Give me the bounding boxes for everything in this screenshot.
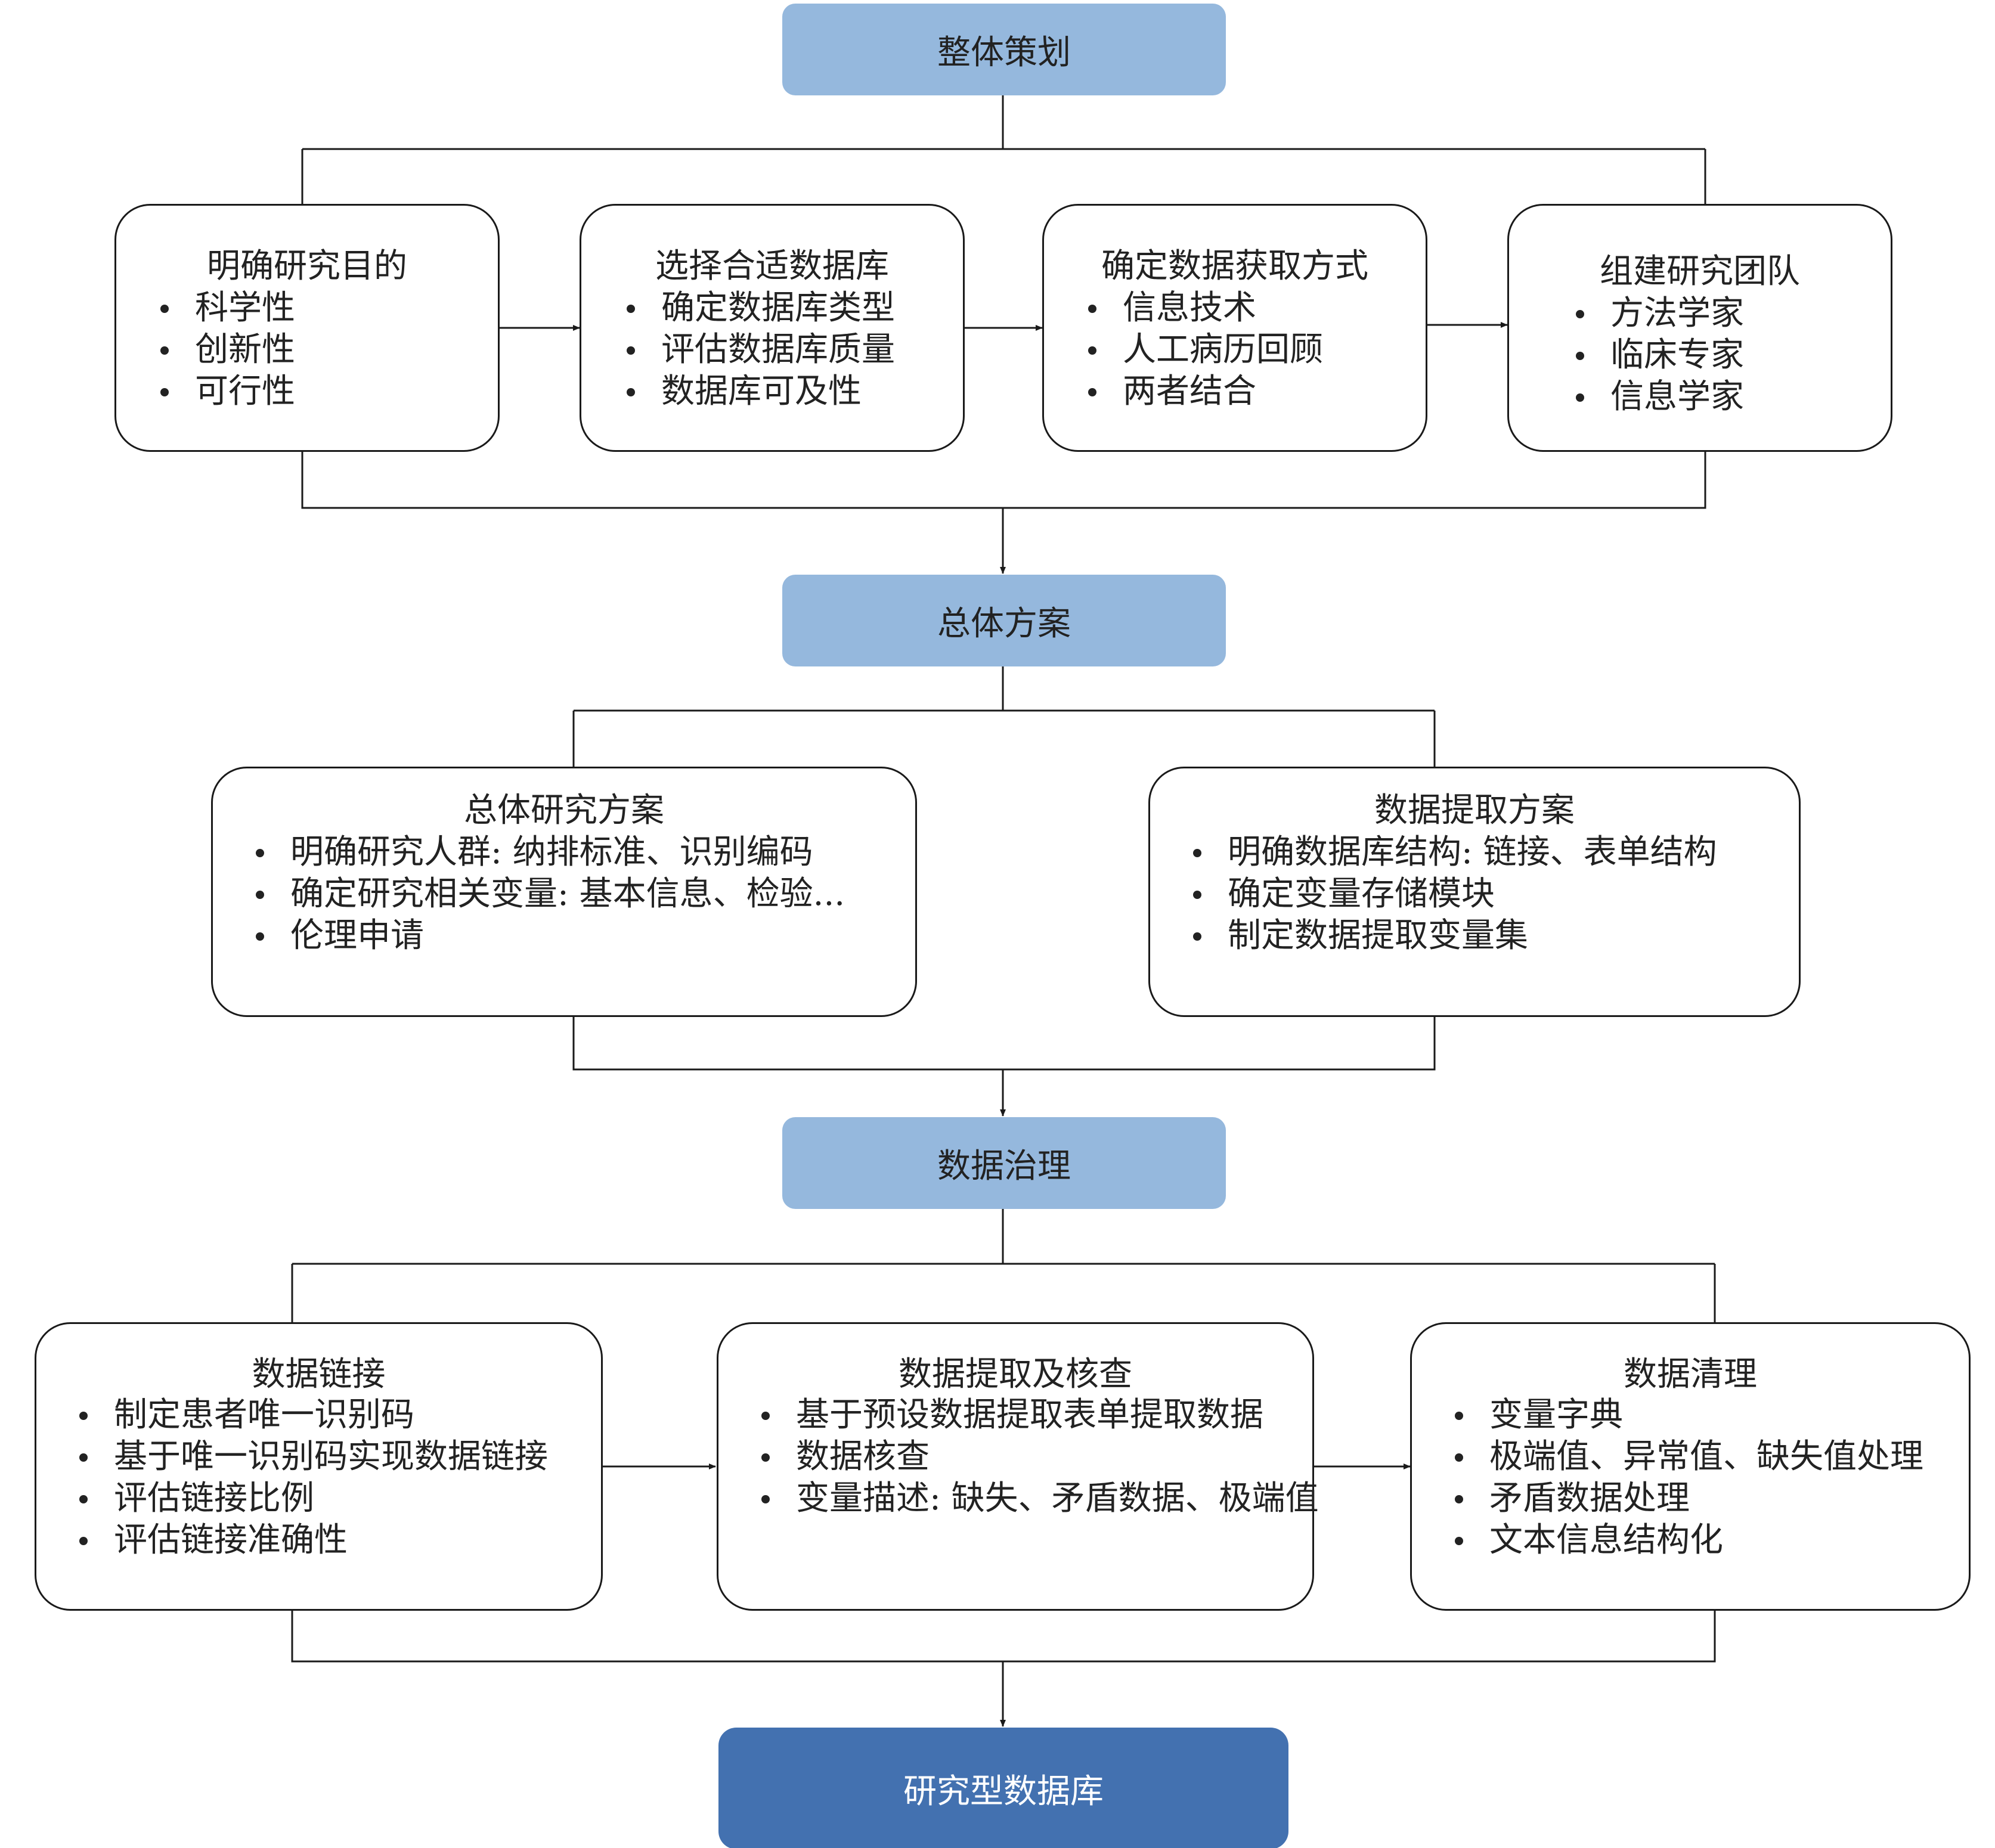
list-item: 数据库可及性	[623, 371, 895, 413]
bullet-icon	[79, 1495, 88, 1503]
list-item: 可行性	[157, 371, 295, 413]
connector-governance-fanin	[291, 1611, 1716, 1663]
bullet-icon	[1193, 849, 1201, 857]
card-research-team: 组建研究团队 方法学家 临床专家 信息学家	[1507, 204, 1892, 452]
list-item: 确定数据库类型	[623, 287, 895, 329]
list-item: 制定数据提取变量集	[1189, 915, 1717, 957]
bullet-icon	[1193, 932, 1201, 941]
card-data-linkage: 数据链接 制定患者唯一识别码 基于唯一识别码实现数据链接 评估链接比例 评估链接…	[35, 1322, 603, 1611]
bullet-icon	[1455, 1495, 1463, 1503]
card-overall-research-plan: 总体研究方案 明确研究人群: 纳排标准、识别编码 确定研究相关变量: 基本信息、…	[211, 767, 917, 1017]
stage-planning: 整体策划	[782, 4, 1226, 95]
bullet-icon	[627, 346, 635, 355]
item-list: 明确研究人群: 纳排标准、识别编码 确定研究相关变量: 基本信息、检验... 伦…	[252, 832, 845, 957]
list-item: 极端值、异常值、缺失值处理	[1451, 1436, 1923, 1478]
stage-overall-plan: 总体方案	[782, 575, 1226, 666]
connector-governance-fanout	[291, 1209, 1716, 1322]
list-item: 方法学家	[1572, 293, 1744, 334]
list-item: 科学性	[157, 287, 295, 329]
list-item: 基于唯一识别码实现数据链接	[76, 1436, 548, 1478]
item-list: 科学性 创新性 可行性	[157, 287, 295, 413]
list-item: 文本信息结构化	[1451, 1520, 1923, 1561]
card-data-acquisition: 确定数据获取方式 信息技术 人工病历回顾 两者结合	[1042, 204, 1427, 452]
connector-plan-fanin	[572, 1017, 1436, 1071]
list-item: 临床专家	[1572, 334, 1744, 376]
bullet-icon	[160, 388, 169, 396]
card-data-extraction-check: 数据提取及核查 基于预设数据提取表单提取数据 数据核查 变量描述: 缺失、矛盾数…	[717, 1322, 1319, 1611]
list-item: 矛盾数据处理	[1451, 1478, 1923, 1520]
list-item: 创新性	[157, 329, 295, 371]
list-item: 确定研究相关变量: 基本信息、检验...	[252, 873, 845, 915]
bullet-icon	[79, 1453, 88, 1462]
item-list: 确定数据库类型 评估数据库质量 数据库可及性	[623, 287, 895, 413]
list-item: 评估链接比例	[76, 1478, 548, 1520]
item-list: 基于预设数据提取表单提取数据 数据核查 变量描述: 缺失、矛盾数据、极端值	[758, 1394, 1319, 1520]
list-item: 确定变量存储模块	[1189, 873, 1717, 915]
bullet-icon	[256, 932, 264, 941]
bullet-icon	[1088, 305, 1096, 313]
card-title: 数据清理	[1624, 1355, 1757, 1394]
list-item: 评估链接准确性	[76, 1520, 548, 1561]
bullet-icon	[761, 1495, 770, 1503]
list-item: 明确数据库结构: 链接、表单结构	[1189, 832, 1717, 873]
bullet-icon	[1088, 346, 1096, 355]
list-item: 数据核查	[758, 1436, 1319, 1478]
list-item: 人工病历回顾	[1085, 329, 1323, 371]
card-title: 确定数据获取方式	[1101, 247, 1368, 286]
bullet-icon	[761, 1412, 770, 1420]
list-item: 信息学家	[1572, 376, 1744, 418]
connector-plan-fanout	[572, 666, 1436, 767]
bullet-icon	[1193, 891, 1201, 899]
list-item: 基于预设数据提取表单提取数据	[758, 1394, 1319, 1436]
list-item: 明确研究人群: 纳排标准、识别编码	[252, 832, 845, 873]
card-title: 总体研究方案	[464, 791, 664, 830]
item-list: 明确数据库结构: 链接、表单结构 确定变量存储模块 制定数据提取变量集	[1189, 832, 1717, 957]
card-title: 选择合适数据库	[655, 247, 889, 286]
card-title: 数据链接	[252, 1355, 386, 1394]
bullet-icon	[1088, 388, 1096, 396]
stage-governance: 数据治理	[782, 1117, 1226, 1209]
item-list: 信息技术 人工病历回顾 两者结合	[1085, 287, 1323, 413]
card-title: 组建研究团队	[1600, 252, 1800, 291]
bullet-icon	[256, 891, 264, 899]
bullet-icon	[1576, 310, 1584, 318]
card-title: 数据提取方案	[1374, 791, 1575, 830]
bullet-icon	[256, 849, 264, 857]
bullet-icon	[1455, 1537, 1463, 1545]
list-item: 两者结合	[1085, 371, 1323, 413]
card-title: 明确研究目的	[207, 247, 407, 286]
bullet-icon	[160, 346, 169, 355]
card-select-database: 选择合适数据库 确定数据库类型 评估数据库质量 数据库可及性	[580, 204, 965, 452]
bullet-icon	[160, 305, 169, 313]
connector-planning-fanin	[301, 452, 1706, 509]
bullet-icon	[79, 1537, 88, 1545]
bullet-icon	[1455, 1412, 1463, 1420]
list-item: 变量字典	[1451, 1394, 1923, 1436]
bullet-icon	[1576, 352, 1584, 360]
bullet-icon	[79, 1412, 88, 1420]
list-item: 信息技术	[1085, 287, 1323, 329]
card-research-purpose: 明确研究目的 科学性 创新性 可行性	[114, 204, 500, 452]
bullet-icon	[627, 388, 635, 396]
bullet-icon	[627, 305, 635, 313]
list-item: 变量描述: 缺失、矛盾数据、极端值	[758, 1478, 1319, 1520]
card-title: 数据提取及核查	[899, 1355, 1132, 1394]
item-list: 变量字典 极端值、异常值、缺失值处理 矛盾数据处理 文本信息结构化	[1451, 1394, 1923, 1561]
item-list: 制定患者唯一识别码 基于唯一识别码实现数据链接 评估链接比例 评估链接准确性	[76, 1394, 548, 1561]
list-item: 伦理申请	[252, 915, 845, 957]
card-data-cleaning: 数据清理 变量字典 极端值、异常值、缺失值处理 矛盾数据处理 文本信息结构化	[1410, 1322, 1971, 1611]
item-list: 方法学家 临床专家 信息学家	[1572, 293, 1744, 418]
card-data-extraction-plan: 数据提取方案 明确数据库结构: 链接、表单结构 确定变量存储模块 制定数据提取变…	[1148, 767, 1801, 1017]
connector-planning-fanout	[301, 95, 1706, 204]
bullet-icon	[1576, 393, 1584, 402]
list-item: 评估数据库质量	[623, 329, 895, 371]
bullet-icon	[761, 1453, 770, 1462]
bullet-icon	[1455, 1453, 1463, 1462]
list-item: 制定患者唯一识别码	[76, 1394, 548, 1436]
stage-research-database: 研究型数据库	[718, 1728, 1288, 1848]
